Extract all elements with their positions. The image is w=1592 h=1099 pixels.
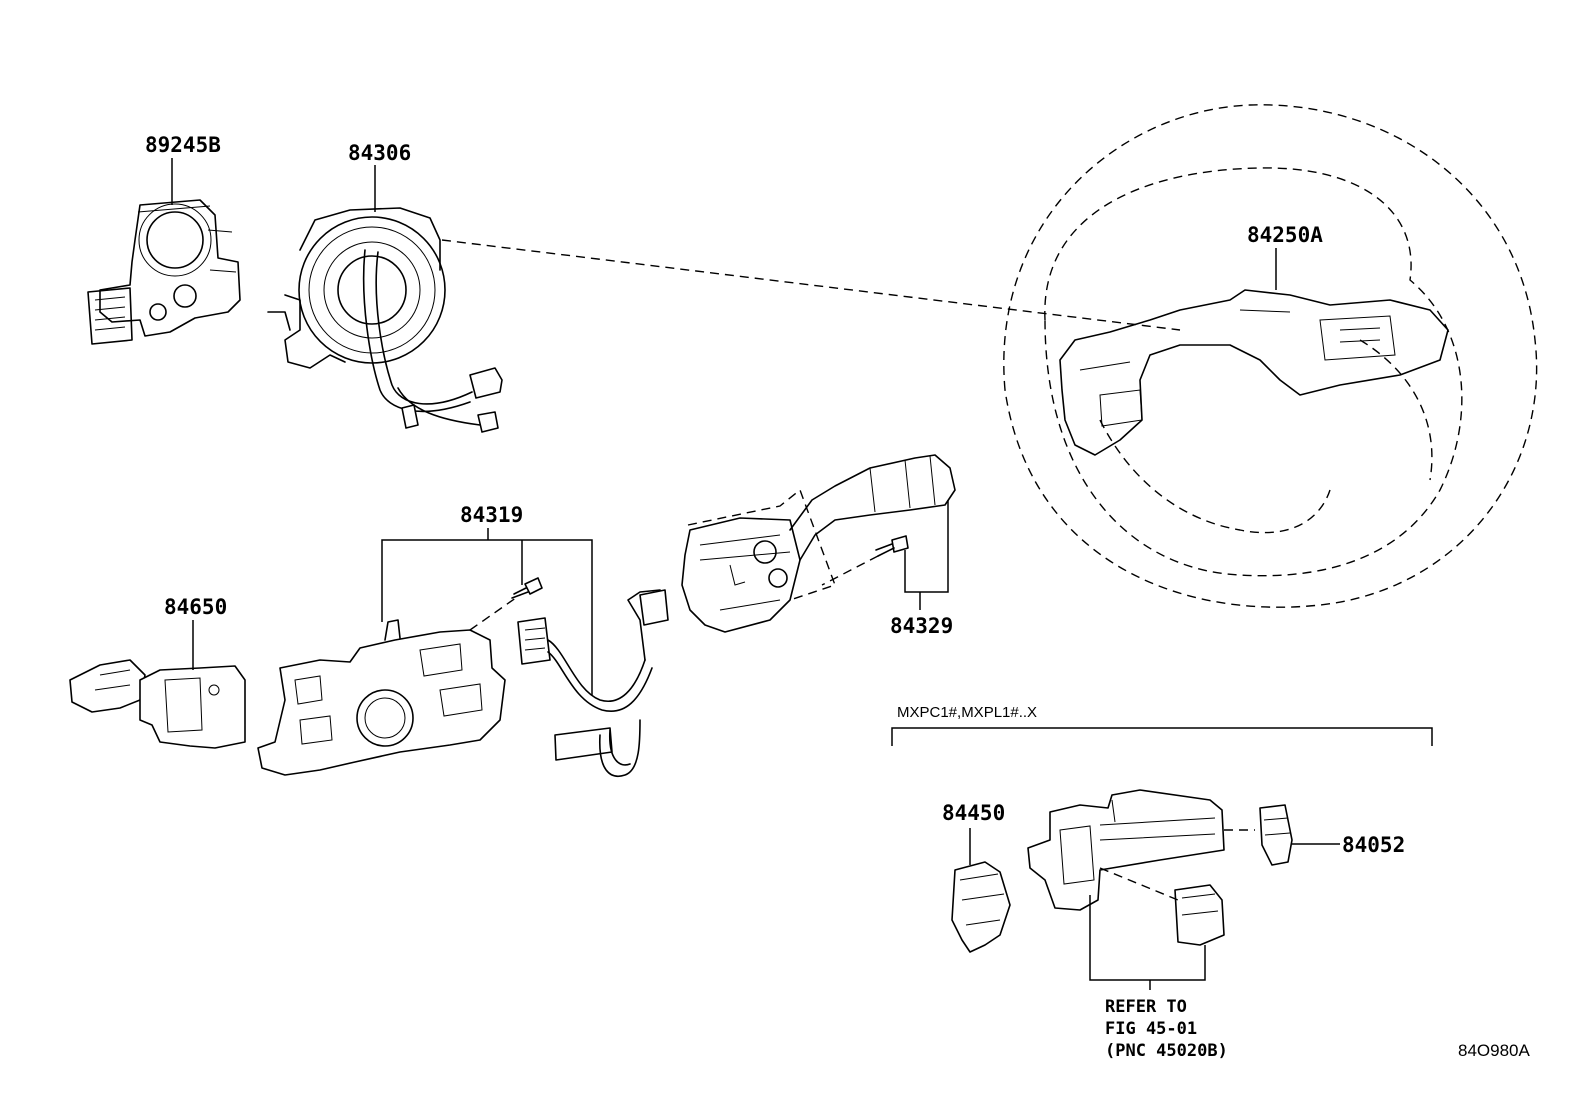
switch-module-icon: [951, 861, 1011, 953]
column-bracket-icon: [1027, 789, 1225, 946]
label-84306: 84306: [348, 141, 411, 165]
refer-line-3: (PNC 45020B): [1105, 1041, 1228, 1061]
variant-bracket: [891, 727, 1433, 746]
steering-wheel-icon: [1003, 104, 1538, 608]
label-84450: 84450: [942, 801, 1005, 825]
switch-base-icon: [257, 619, 506, 776]
label-89245b: 89245B: [145, 133, 221, 157]
screw-icon: [875, 535, 909, 557]
label-84650: 84650: [164, 595, 227, 619]
wiper-switch-icon: [681, 454, 956, 633]
spiral-cable-icon: [267, 207, 503, 433]
turn-signal-switch-icon: [69, 659, 246, 749]
bracket-84319: [381, 539, 593, 695]
refer-line-2: FIG 45-01: [1105, 1019, 1197, 1039]
screw-icon: [511, 577, 543, 599]
dash-box: [687, 488, 836, 601]
leader-dash: [441, 239, 1181, 331]
switch-icon: [1259, 804, 1293, 866]
label-84052: 84052: [1342, 833, 1405, 857]
steering-angle-sensor-icon: [87, 199, 241, 345]
diagram-code: 84O980A: [1458, 1041, 1530, 1060]
label-84250a: 84250A: [1247, 223, 1323, 247]
label-84329: 84329: [890, 614, 953, 638]
refer-line-1: REFER TO: [1105, 997, 1187, 1017]
connector-icon: [517, 589, 669, 777]
label-84319: 84319: [460, 503, 523, 527]
variant-label: MXPC1#,MXPL1#..X: [897, 704, 1037, 721]
